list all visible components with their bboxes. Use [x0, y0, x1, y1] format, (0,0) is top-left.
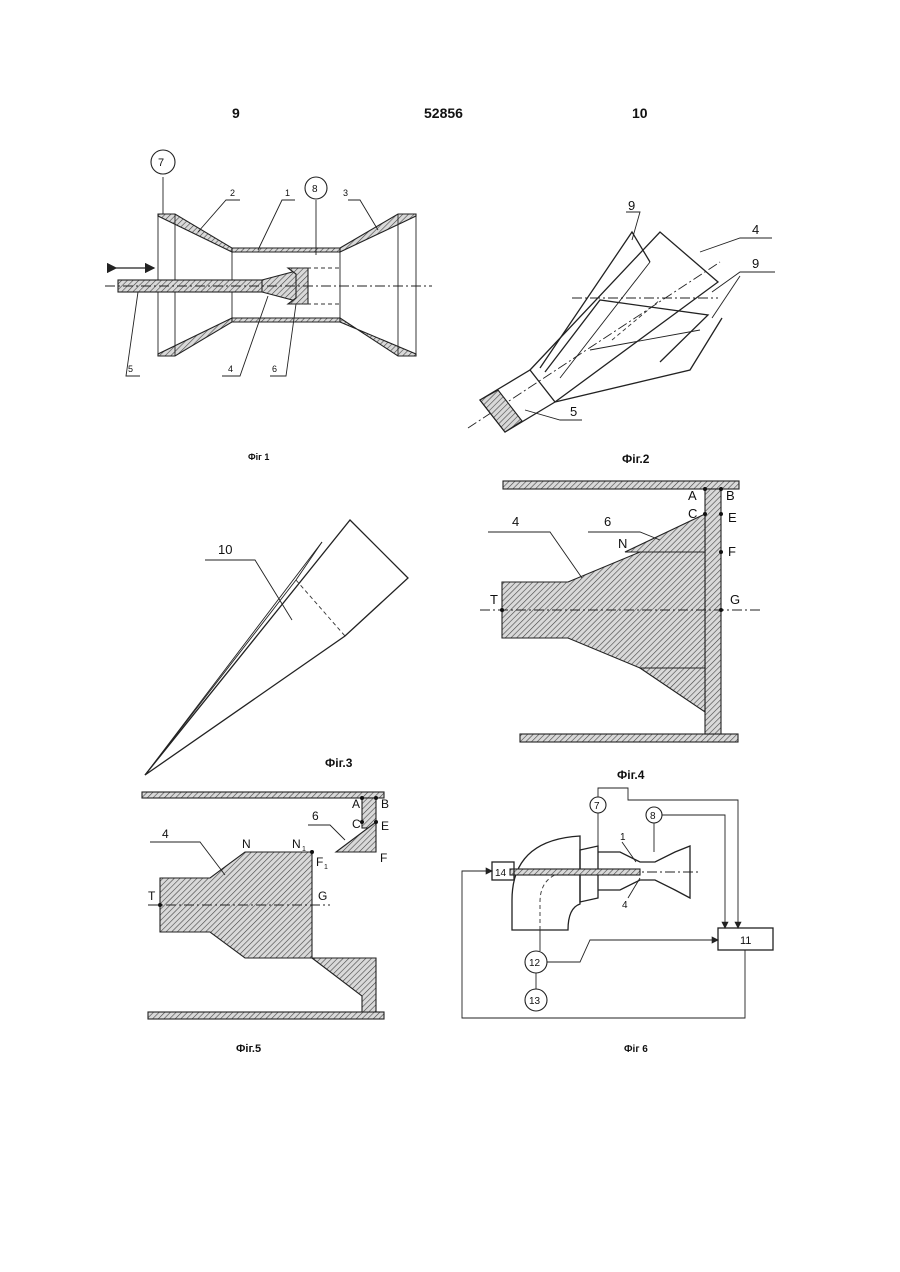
fig1-label-3: 3 — [343, 188, 348, 198]
fig2-label-5: 5 — [570, 404, 577, 419]
figure-4: A B C E 4 6 N F T G — [480, 481, 760, 742]
fig4-caption: Фіг.4 — [617, 768, 644, 782]
fig5-label-E: E — [381, 819, 389, 833]
fig1-label-4: 4 — [228, 364, 233, 374]
fig5-label-F1: F — [316, 855, 323, 869]
figure-5: A B C E 4 6 N N 1 F 1 F T G — [142, 792, 389, 1019]
fig4-label-C: C — [688, 506, 697, 521]
fig5-label-G: G — [318, 889, 327, 903]
fig1-label-7: 7 — [158, 157, 164, 169]
fig3-label-10: 10 — [218, 542, 232, 557]
fig6-label-11: 11 — [740, 935, 751, 947]
fig6-label-4: 4 — [622, 900, 628, 911]
figure-1: 7 2 1 8 3 5 4 6 — [105, 150, 432, 376]
fig1-label-6: 6 — [272, 364, 277, 374]
fig4-label-G: G — [730, 592, 740, 607]
fig6-label-13: 13 — [529, 996, 541, 1007]
fig1-label-2: 2 — [230, 188, 235, 198]
fig5-caption: Фіг.5 — [236, 1043, 261, 1055]
fig6-label-14: 14 — [495, 868, 507, 879]
fig5-label-N: N — [242, 837, 251, 851]
fig5-label-4: 4 — [162, 827, 169, 841]
fig6-label-7: 7 — [594, 801, 600, 812]
fig2-label-4: 4 — [752, 222, 759, 237]
fig5-label-6: 6 — [312, 809, 319, 823]
figure-3: 10 — [145, 520, 408, 775]
fig5-label-C: C — [352, 817, 361, 831]
fig1-label-8: 8 — [312, 184, 318, 195]
fig1-label-5: 5 — [128, 364, 133, 374]
fig4-label-T: T — [490, 592, 498, 607]
fig3-caption: Фіг.3 — [325, 756, 352, 770]
fig4-label-E: E — [728, 510, 737, 525]
fig5-label-N1-subscript: 1 — [302, 846, 306, 853]
fig5-label-N1: N — [292, 837, 301, 851]
fig6-caption: Фіг 6 — [624, 1044, 648, 1055]
fig2-label-9-right: 9 — [752, 256, 759, 271]
fig2-caption: Фіг.2 — [622, 452, 649, 466]
fig2-label-9-top: 9 — [628, 198, 635, 213]
fig4-label-F: F — [728, 544, 736, 559]
fig6-label-12: 12 — [529, 958, 541, 969]
fig5-label-T: T — [148, 889, 156, 903]
fig4-label-B: B — [726, 488, 735, 503]
fig4-label-N: N — [618, 536, 627, 551]
fig5-label-B: B — [381, 797, 389, 811]
fig4-label-4: 4 — [512, 514, 519, 529]
fig1-caption: Фіг 1 — [248, 452, 269, 462]
fig1-label-1: 1 — [285, 188, 290, 198]
fig6-label-8: 8 — [650, 811, 656, 822]
fig5-label-F: F — [380, 851, 387, 865]
figure-2: 9 4 9 5 — [468, 198, 775, 432]
fig6-label-1: 1 — [620, 832, 626, 843]
fig5-label-F1-subscript: 1 — [324, 864, 328, 871]
fig4-label-6: 6 — [604, 514, 611, 529]
figure-6: 14 11 7 8 12 13 1 4 — [462, 788, 773, 1018]
fig4-label-A: A — [688, 488, 697, 503]
fig5-label-A: A — [352, 797, 360, 811]
